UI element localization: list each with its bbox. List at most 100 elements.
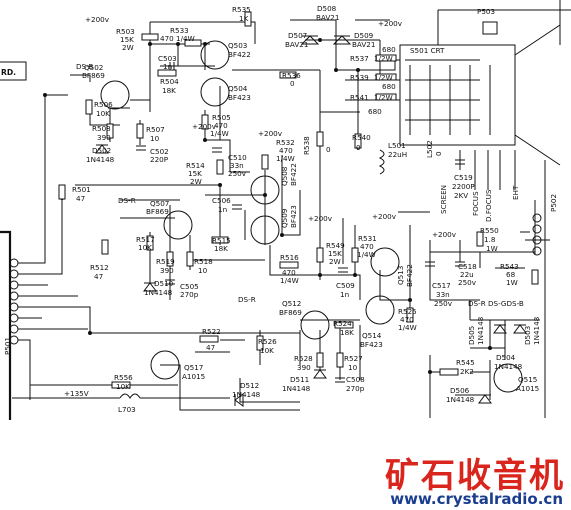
label-r556-value: 10K [116, 382, 130, 391]
label-r538-value: 0 [326, 145, 331, 154]
label-ds-b: DS-B [76, 62, 93, 71]
label-r515-value: 18K [214, 244, 228, 253]
label-r537-watt: 1/2W [374, 54, 393, 63]
label-r504: R504 [160, 77, 179, 86]
label-q515: Q515 [518, 375, 537, 384]
label-v135: +135V [64, 389, 89, 398]
label-c508-value: 270p [346, 384, 365, 393]
label-q504-type: BF423 [228, 93, 251, 102]
label-c505-value: 270p [180, 290, 199, 299]
label-d504-type: 1N4148 [494, 362, 523, 371]
label-ds-r-2: DS-R [238, 295, 256, 304]
label-r550-value: 1.8 [484, 235, 496, 244]
label-r508: R508 [92, 124, 111, 133]
label-c517-value: 33n [436, 290, 450, 299]
junction-dots [43, 38, 492, 374]
label-c518-volt: 250v [458, 278, 477, 287]
label-d502: D502 [92, 146, 111, 155]
label-q514-type: BF423 [360, 340, 383, 349]
label-r503-watt: 2W [122, 43, 134, 52]
circuit-schematic: RD. DS-B DS-R DS-R DS-R DS-GDS-B P501 P5… [0, 0, 571, 420]
label-c502-value: 220P [150, 155, 169, 164]
label-r535: R535 [232, 5, 251, 14]
transistor-symbols [100, 40, 523, 393]
label-d512-type: 1N4148 [232, 390, 261, 399]
label-q515-type: A1015 [516, 384, 539, 393]
label-r524-value: 18K [340, 328, 354, 337]
label-c519: C519 [454, 173, 473, 182]
label-c510-value: 33n [230, 161, 244, 170]
label-r516-value: 470 [282, 268, 296, 277]
label-r539-watt: 1/2W [374, 73, 393, 82]
label-r533: R533 [170, 26, 189, 35]
label-d506: D506 [450, 386, 470, 395]
label-d508-type: BAV21 [316, 13, 339, 22]
label-r532: R532 [276, 138, 295, 147]
label-q503-type: BF422 [228, 50, 251, 59]
label-q508-type: BF422 [289, 163, 298, 186]
label-c509: C509 [336, 281, 355, 290]
label-r512: R512 [90, 263, 109, 272]
label-c518: C518 [458, 262, 477, 271]
label-q513: Q513 [396, 266, 405, 285]
label-r504-value: 18K [162, 86, 176, 95]
label-c519-volt: 2KV [454, 191, 468, 200]
label-r545: R545 [456, 358, 475, 367]
label-r549-watt: 2W [329, 257, 341, 266]
label-v200-7: +200v [432, 230, 457, 239]
label-c510-volt: 250v [228, 169, 247, 178]
label-r527: R527 [344, 354, 363, 363]
label-v200-5: +200v [308, 214, 333, 223]
diode-symbols [95, 35, 527, 407]
label-r525-value: 470 [400, 315, 414, 324]
label-r519: R519 [156, 257, 175, 266]
label-r533-value: 470 1/4W [160, 34, 195, 43]
label-r524: R524 [333, 319, 352, 328]
label-d511: D511 [290, 375, 309, 384]
label-p501: P501 [3, 337, 12, 355]
label-r540: R540 [352, 133, 371, 142]
label-r549-value: 15K [328, 249, 342, 258]
label-r512-value: 47 [94, 272, 103, 281]
label-r556: R556 [114, 373, 133, 382]
label-c518-value: 22u [460, 270, 474, 279]
label-d505: D505 [467, 326, 476, 345]
label-r517-value: 10K [138, 243, 152, 252]
label-q503: Q503 [228, 41, 247, 50]
label-c503: C503 [158, 54, 177, 63]
label-c517: C517 [432, 281, 451, 290]
label-r505: R505 [212, 113, 231, 122]
label-r532-value: 470 [279, 146, 293, 155]
capacitor-symbols [136, 62, 465, 383]
label-r507-value: 10 [150, 134, 160, 143]
label-d502-type: 1N4148 [86, 155, 115, 164]
label-r543: R543 [500, 262, 519, 271]
label-s501: S501 CRT [410, 46, 445, 55]
label-r506: R506 [94, 100, 113, 109]
label-q508: Q508 [280, 166, 289, 186]
label-r543-watt: 1W [506, 278, 518, 287]
label-r541: R541 [350, 93, 369, 102]
label-ds-r-1: DS-R [118, 196, 136, 205]
label-r526: R526 [258, 337, 277, 346]
label-r545-value: 2K2 [460, 367, 474, 376]
component-labels: RD. DS-B DS-R DS-R DS-R DS-GDS-B P501 P5… [1, 4, 558, 414]
label-r541-watt: 1/2W [374, 93, 393, 102]
label-c502: C502 [150, 147, 169, 156]
label-d503: D503 [523, 326, 532, 345]
label-p503: P503 [477, 7, 495, 16]
label-r541-ohms: 680 [368, 107, 382, 116]
schematic-wiring [0, 0, 571, 420]
label-l501-value: 22uH [388, 150, 407, 159]
label-r537: R537 [350, 54, 369, 63]
label-c517-volt: 250v [434, 299, 453, 308]
label-r507: R507 [146, 125, 165, 134]
label-r514-value: 15K [188, 169, 202, 178]
label-l502-value: 0 [434, 151, 443, 156]
label-d508: D508 [317, 4, 337, 13]
label-r505-watt: 1/4W [210, 129, 229, 138]
label-r527-value: 10 [348, 363, 358, 372]
label-d506-type: 1N4148 [446, 395, 475, 404]
label-q512: Q512 [282, 299, 301, 308]
label-q514: Q514 [362, 331, 382, 340]
